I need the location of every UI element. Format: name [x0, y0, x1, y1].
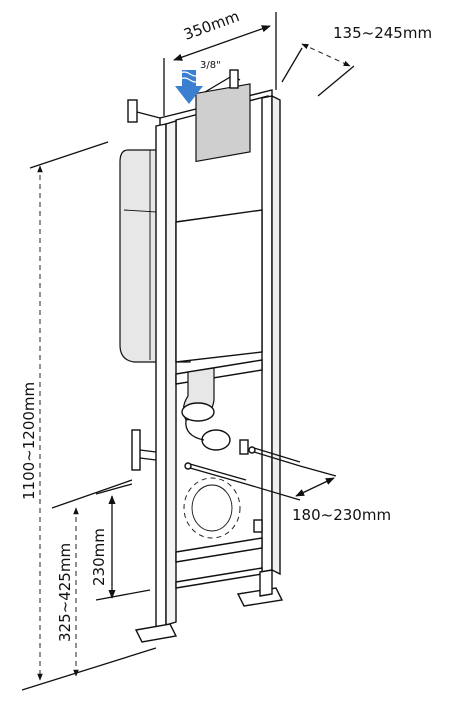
label-1100-1200mm: 1100~1200mm	[20, 382, 38, 500]
wall-bracket-lower	[131, 429, 157, 471]
dim-depth: 135~245mm	[281, 24, 432, 97]
frame-feet	[134, 569, 284, 643]
top-rail	[159, 83, 273, 223]
label-230mm: 230mm	[90, 528, 108, 586]
label-inlet-size: 3/8"	[200, 60, 221, 71]
water-inlet-arrow: 3/8"	[175, 60, 221, 104]
outlet-ring	[183, 477, 241, 539]
mounting-bolts	[184, 439, 301, 533]
dim-lower-height: 230mm	[90, 483, 151, 601]
dim-height: 1100~1200mm	[20, 141, 157, 691]
frame-post-right	[261, 94, 281, 576]
label-350mm: 350mm	[181, 7, 242, 44]
label-180-230mm: 180~230mm	[292, 506, 391, 524]
dim-lower-range: 325~425mm	[51, 479, 133, 677]
wall-bracket-top	[204, 69, 241, 93]
cistern-front	[175, 209, 263, 363]
frame-post-left-front	[155, 120, 177, 628]
wall-bracket-left	[127, 99, 161, 123]
label-135-245mm: 135~245mm	[333, 24, 432, 42]
drain-elbow	[181, 367, 231, 451]
dim-bolt-spacing: 180~230mm	[245, 465, 391, 524]
label-325-425mm: 325~425mm	[56, 543, 74, 642]
